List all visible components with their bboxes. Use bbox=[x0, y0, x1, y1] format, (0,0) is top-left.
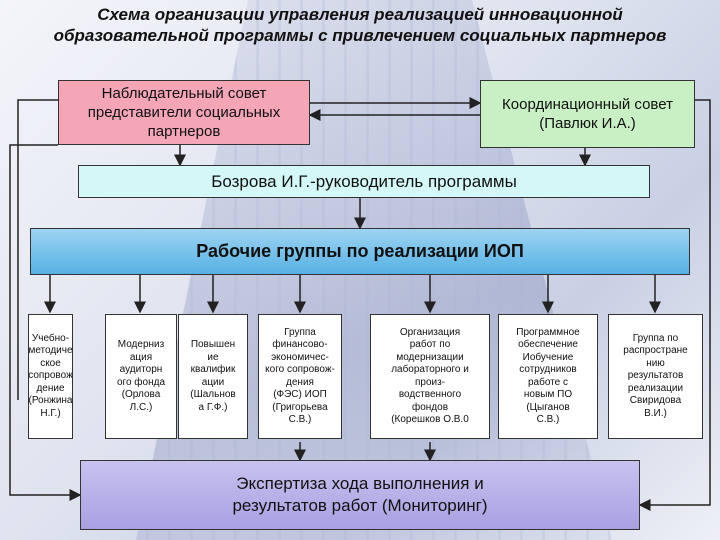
left-frame-line bbox=[9, 144, 82, 501]
group-box-6: Программное обеспечение Иобучение сотруд… bbox=[498, 314, 598, 439]
group-box-3: Повышен ие квалифик ации (Шальнов а Г.Ф.… bbox=[178, 314, 248, 439]
right-frame-line bbox=[638, 99, 711, 511]
page-title: Схема организации управления реализацией… bbox=[53, 5, 667, 45]
working-groups-box: Рабочие группы по реализации ИОП bbox=[30, 228, 690, 275]
group-box-1: Учебно- методиче ское сопровож дение (Ро… bbox=[28, 314, 73, 439]
monitoring-box: Экспертиза хода выполнения и результатов… bbox=[80, 460, 640, 530]
group-box-5: Организация работ по модернизации лабора… bbox=[370, 314, 490, 439]
program-head-box: Бозрова И.Г.-руководитель программы bbox=[78, 165, 650, 198]
coordination-council-box: Координационный совет (Павлюк И.А.) bbox=[480, 80, 695, 148]
group-box-7: Группа по распростране нию результатов р… bbox=[608, 314, 703, 439]
supervisory-board-box: Наблюдательный совет представители социа… bbox=[58, 80, 310, 145]
left-frame-line-2 bbox=[17, 99, 58, 400]
group-box-4: Группа финансово- экономичес- кого сопро… bbox=[258, 314, 342, 439]
group-box-2: Модерниз ация аудиторн ого фонда (Орлова… bbox=[105, 314, 177, 439]
